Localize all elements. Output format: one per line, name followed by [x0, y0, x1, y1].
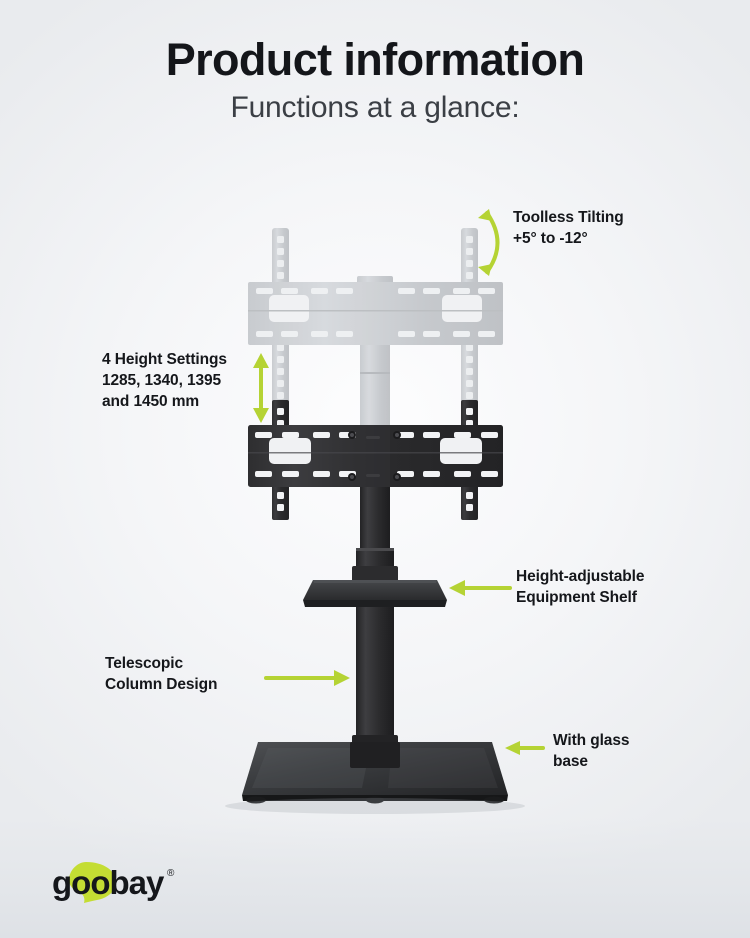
page-title: Product information [165, 34, 585, 85]
vertical-double-arrow-icon [253, 353, 269, 423]
column-arrow-right-icon [264, 670, 350, 686]
curved-double-arrow-icon [478, 209, 500, 276]
black-mount-bracket [248, 425, 503, 487]
annotation-telescopic-column: Telescopic Column Design [105, 655, 218, 693]
logo-registered-mark: ® [167, 868, 175, 879]
glass-base [225, 742, 525, 814]
ghost-mount-bracket [248, 228, 503, 433]
speech-bubble-blob-icon [69, 862, 116, 903]
logo-wordmark: goobay [52, 864, 165, 901]
shelf-arrow-left-icon [449, 580, 512, 596]
annotation-equipment-shelf: Height-adjustable Equipment Shelf [516, 568, 645, 606]
header: Product information Functions at a glanc… [0, 36, 750, 125]
equipment-shelf [303, 566, 447, 607]
annotation-height-settings: 4 Height Settings 1285, 1340, 1395 and 1… [102, 351, 227, 410]
goobay-logo: goobay ® [52, 862, 175, 903]
annotation-toolless-tilting: Toolless Tilting +5° to -12° [513, 209, 624, 247]
annotation-glass-base: With glass base [553, 732, 630, 770]
page-subtitle: Functions at a glance: [230, 91, 520, 125]
glass-arrow-left-icon [505, 741, 545, 755]
